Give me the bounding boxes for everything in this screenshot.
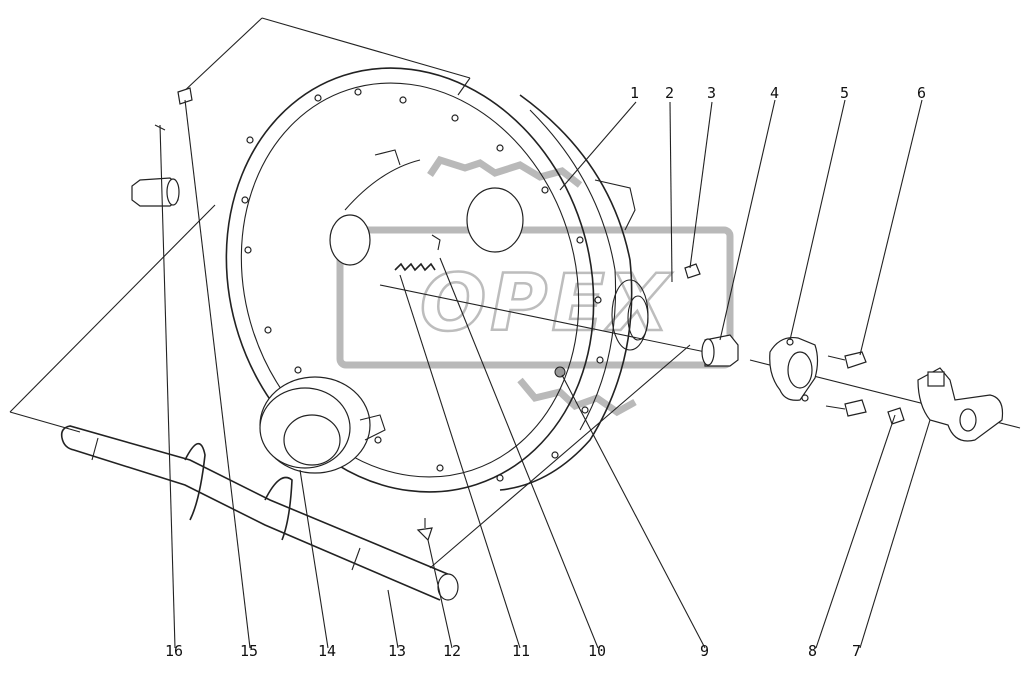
callout-1: 1: [630, 84, 639, 102]
release-bearing: [259, 376, 386, 474]
clutch-housing: [225, 67, 649, 493]
callout-5: 5: [840, 84, 849, 102]
callout-10: 10: [588, 642, 606, 660]
flange-part-5: [769, 336, 819, 402]
key-part-12: [416, 527, 433, 542]
screw-part-3: [684, 263, 701, 279]
lever-part-7: [917, 367, 1004, 442]
pin-part-9: [554, 366, 566, 378]
bushing-part-16: [131, 177, 180, 207]
callout-4: 4: [770, 84, 779, 102]
release-fork-shaft: [60, 425, 459, 601]
callout-3: 3: [707, 84, 716, 102]
callout-9: 9: [700, 642, 709, 660]
callout-12: 12: [443, 642, 461, 660]
flange-bolt-holes: [241, 88, 604, 482]
callout-14: 14: [318, 642, 336, 660]
callout-2: 2: [665, 84, 674, 102]
screw-part-8: [887, 407, 905, 425]
leader-lines: [159, 99, 931, 649]
callout-11: 11: [512, 642, 530, 660]
callout-labels: 1 2 3 4 5 6 7 8 9 10 11 12 13 14 15 16: [165, 84, 926, 660]
callout-16: 16: [165, 642, 183, 660]
bolts-part-6: [825, 351, 867, 417]
return-spring: [394, 234, 441, 272]
callout-8: 8: [808, 642, 817, 660]
watermark-text: OPEX: [420, 259, 673, 349]
callout-15: 15: [240, 642, 258, 660]
bushing-part-4: [701, 334, 739, 367]
screw-part-15: [154, 87, 193, 131]
callout-6: 6: [917, 84, 926, 102]
callout-13: 13: [388, 642, 406, 660]
callout-7: 7: [852, 642, 861, 660]
